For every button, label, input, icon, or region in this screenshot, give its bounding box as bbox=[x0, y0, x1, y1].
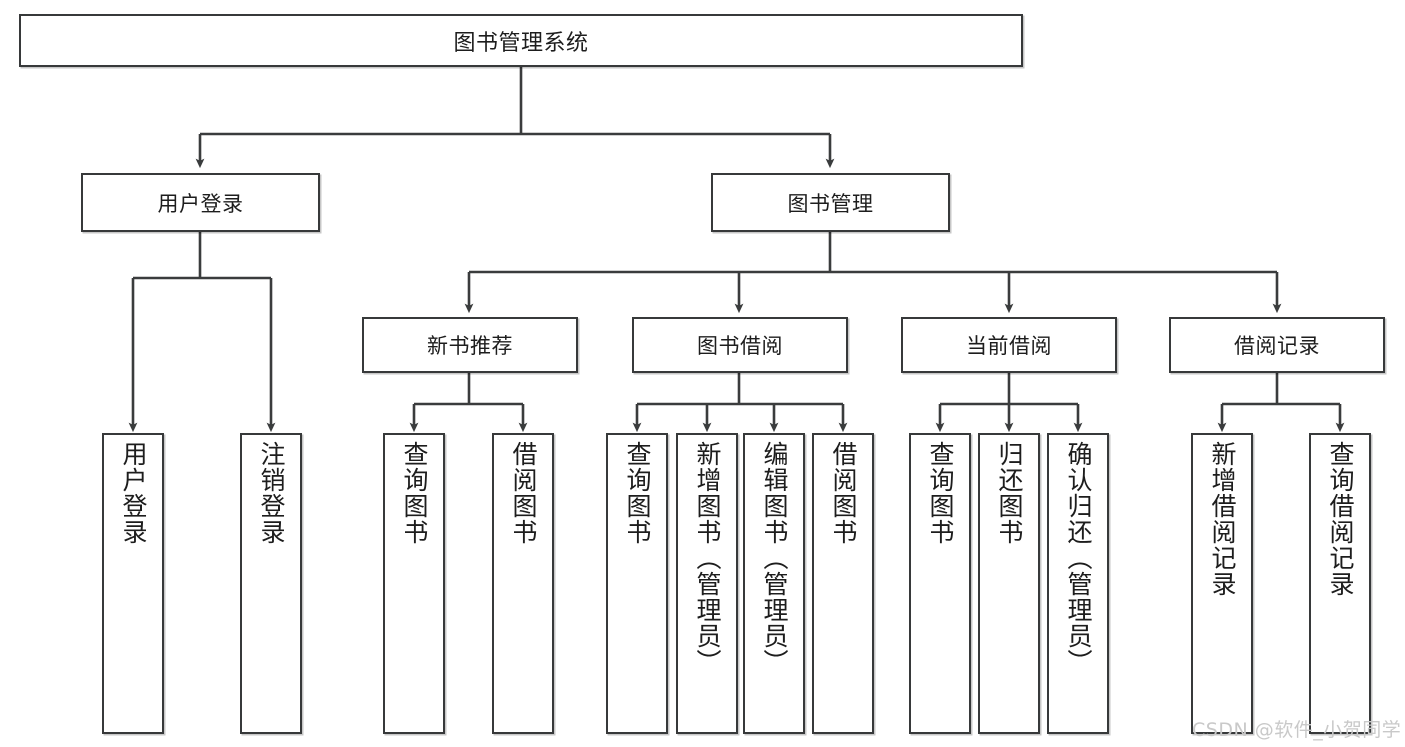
node-label: 借阅图书 bbox=[829, 441, 858, 545]
node-label: 用户登录 bbox=[157, 191, 244, 216]
leaf-new-book-query[interactable]: 查询图书 bbox=[383, 433, 445, 734]
node-label: 图书管理 bbox=[787, 191, 874, 216]
node-label: 注销登录 bbox=[257, 441, 286, 545]
node-root-book-management-system[interactable]: 图书管理系统 bbox=[19, 14, 1023, 67]
leaf-book-borrow-borrow[interactable]: 借阅图书 bbox=[812, 433, 874, 734]
leaf-book-borrow-query[interactable]: 查询图书 bbox=[606, 433, 668, 734]
node-label: 查询借阅记录 bbox=[1326, 441, 1355, 597]
leaf-current-borrow-return[interactable]: 归还图书 bbox=[978, 433, 1040, 734]
node-label: 用户登录 bbox=[119, 441, 148, 545]
node-label: 查询图书 bbox=[623, 441, 652, 545]
node-label: 当前借阅 bbox=[966, 334, 1052, 358]
node-borrow-record[interactable]: 借阅记录 bbox=[1169, 317, 1385, 373]
leaf-new-book-borrow[interactable]: 借阅图书 bbox=[492, 433, 554, 734]
leaf-borrow-record-add[interactable]: 新增借阅记录 bbox=[1191, 433, 1253, 734]
leaf-book-borrow-add-admin[interactable]: 新增图书（管理员） bbox=[676, 433, 738, 734]
node-book-borrow[interactable]: 图书借阅 bbox=[632, 317, 848, 373]
node-label: 图书管理系统 bbox=[453, 30, 589, 56]
node-current-borrow[interactable]: 当前借阅 bbox=[901, 317, 1117, 373]
node-new-book-recommend[interactable]: 新书推荐 bbox=[362, 317, 578, 373]
node-label: 查询图书 bbox=[926, 441, 955, 545]
leaf-user-login-logout[interactable]: 注销登录 bbox=[240, 433, 302, 734]
leaf-current-borrow-query[interactable]: 查询图书 bbox=[909, 433, 971, 734]
leaf-book-borrow-edit-admin[interactable]: 编辑图书（管理员） bbox=[743, 433, 805, 734]
node-label: 图书借阅 bbox=[697, 334, 783, 358]
leaf-user-login-login[interactable]: 用户登录 bbox=[102, 433, 164, 734]
node-label: 归还图书 bbox=[995, 441, 1024, 545]
node-label: 确认归还（管理员） bbox=[1064, 441, 1093, 675]
node-label: 查询图书 bbox=[400, 441, 429, 545]
leaf-borrow-record-query[interactable]: 查询借阅记录 bbox=[1309, 433, 1371, 734]
node-label: 新书推荐 bbox=[427, 334, 513, 358]
leaf-current-borrow-confirm-admin[interactable]: 确认归还（管理员） bbox=[1047, 433, 1109, 734]
node-label: 借阅图书 bbox=[509, 441, 538, 545]
csdn-watermark: CSDN @软件_小贺同学 bbox=[1192, 719, 1402, 741]
node-label: 新增图书（管理员） bbox=[693, 441, 722, 675]
node-user-login[interactable]: 用户登录 bbox=[81, 173, 320, 232]
node-book-management[interactable]: 图书管理 bbox=[711, 173, 950, 232]
node-label: 借阅记录 bbox=[1234, 334, 1320, 358]
node-label: 新增借阅记录 bbox=[1208, 441, 1237, 597]
node-label: 编辑图书（管理员） bbox=[760, 441, 789, 675]
